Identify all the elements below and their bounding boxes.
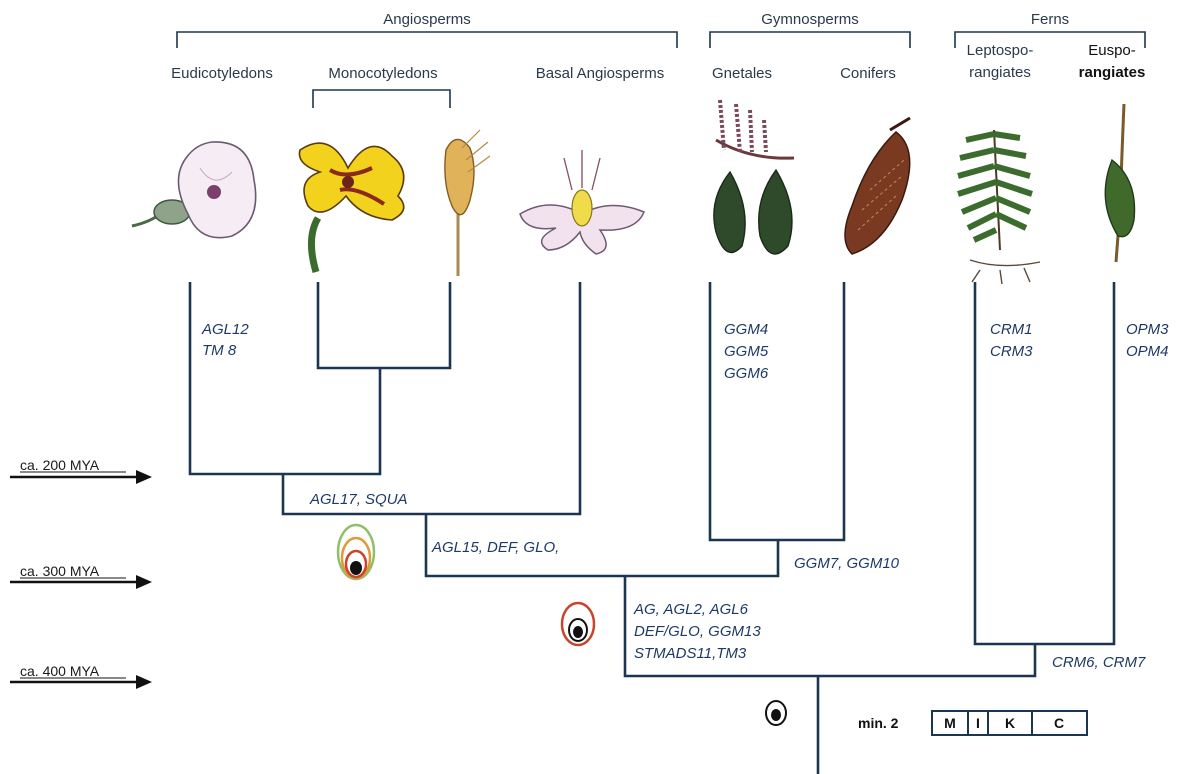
gene-label-opm4: OPM4 xyxy=(1126,343,1169,360)
mikc-domain-c: C xyxy=(1054,715,1064,731)
eusporangiate-fern-illustration xyxy=(1105,104,1134,262)
basal-angiosperms-label: Basal Angiosperms xyxy=(536,65,664,82)
angiosperms-bracket xyxy=(177,32,677,48)
monocots-label: Monocotyledons xyxy=(328,65,437,82)
wheat-ear-illustration xyxy=(445,130,490,276)
gymnosperms-label: Gymnosperms xyxy=(761,11,859,28)
angiosperms-label: Angiosperms xyxy=(383,11,471,28)
leptosporangiates-label-1: Leptospo- xyxy=(967,42,1034,59)
eudicot-flower-illustration xyxy=(132,142,256,238)
min-copies-label: min. 2 xyxy=(858,715,899,731)
eusporangiates-label-2: rangiates xyxy=(1079,64,1146,81)
gene-label-gymnosperm-node: GGM7, GGM10 xyxy=(794,555,900,572)
mikc-domain-m: M xyxy=(944,715,956,731)
gnetum-branch-illustration xyxy=(714,100,794,254)
mikc-domain-box: M I K C xyxy=(932,711,1087,735)
gene-label-ggm5: GGM5 xyxy=(724,343,769,360)
gene-label-opm3: OPM3 xyxy=(1126,321,1169,338)
time-arrow-400: ca. 400 MYA xyxy=(10,663,152,689)
gene-label-seed-plant-1: AG, AGL2, AGL6 xyxy=(633,601,749,618)
gene-label-ggm4: GGM4 xyxy=(724,321,768,338)
gnetales-label: Gnetales xyxy=(712,65,772,82)
leptosporangiate-fern-illustration xyxy=(958,130,1040,284)
monocots-bracket xyxy=(313,90,450,108)
gene-label-seed-plant-3: STMADS11,TM3 xyxy=(634,645,747,662)
gene-label-flowering-node: AGL15, DEF, GLO, xyxy=(431,539,559,556)
gymnosperms-bracket xyxy=(710,32,910,48)
gene-label-fern-node: CRM6, CRM7 xyxy=(1052,654,1146,671)
gene-label-seed-plant-2: DEF/GLO, GGM13 xyxy=(634,623,761,640)
time-label-300: ca. 300 MYA xyxy=(20,563,100,579)
time-arrow-300: ca. 300 MYA xyxy=(10,563,152,589)
whorl-rings-symbol-seed-plant xyxy=(562,603,594,645)
phylogenetic-tree xyxy=(190,282,1114,774)
time-label-200: ca. 200 MYA xyxy=(20,457,100,473)
mikc-domain-i: I xyxy=(976,715,980,731)
gene-label-angiosperm-node: AGL17, SQUA xyxy=(309,491,408,508)
whorl-rings-symbol-angiosperm xyxy=(338,525,374,579)
gene-label-agl12: AGL12 xyxy=(201,321,249,338)
gene-label-crm1: CRM1 xyxy=(990,321,1033,338)
eusporangiates-label-1: Euspo- xyxy=(1088,42,1136,59)
basal-angiosperm-flower-illustration xyxy=(520,150,644,254)
time-arrow-200: ca. 200 MYA xyxy=(10,457,152,484)
whorl-rings-symbol-root xyxy=(766,701,786,725)
gene-label-crm3: CRM3 xyxy=(990,343,1033,360)
eudicots-label: Eudicotyledons xyxy=(171,65,273,82)
monocot-lily-illustration xyxy=(299,143,403,272)
gene-label-tm8: TM 8 xyxy=(202,342,237,359)
time-label-400: ca. 400 MYA xyxy=(20,663,100,679)
conifers-label: Conifers xyxy=(840,65,896,82)
pine-cone-illustration xyxy=(845,118,910,254)
leptosporangiates-label-2: rangiates xyxy=(969,64,1031,81)
mikc-domain-k: K xyxy=(1005,715,1015,731)
gene-label-ggm6: GGM6 xyxy=(724,365,769,382)
ferns-label: Ferns xyxy=(1031,11,1069,28)
